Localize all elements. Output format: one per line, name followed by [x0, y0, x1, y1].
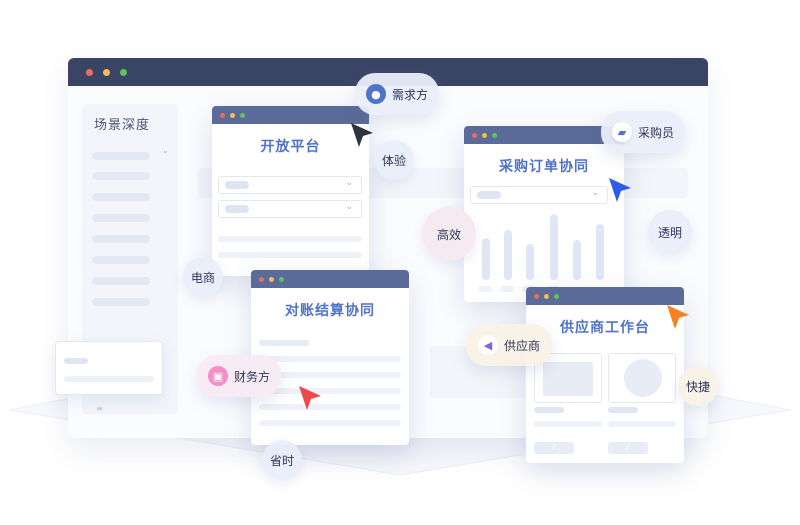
chevron-down-icon: ⌄ — [162, 146, 169, 155]
chevron-down-icon: ⌄ — [345, 202, 353, 212]
open-platform-window: 开放平台 ⌄ ⌄ — [212, 106, 369, 276]
window-titlebar — [212, 106, 369, 124]
chart-bar — [526, 244, 534, 280]
sidebar-item — [92, 193, 150, 201]
image-placeholder — [624, 359, 662, 397]
cursor-arrow-icon — [299, 386, 321, 410]
keyword-transparent: 透明 — [648, 210, 692, 254]
sidebar-item — [92, 152, 150, 160]
sidebar-item — [92, 277, 150, 285]
image-placeholder — [543, 362, 593, 396]
chart-bar — [550, 214, 558, 280]
chart-bar — [573, 240, 581, 280]
purchase-order-window: 采购订单协同 ⌄ — [464, 126, 624, 302]
sidebar-item — [92, 214, 150, 222]
sidebar-title: 场景深度 — [94, 118, 151, 133]
keyword-efficient: 高效 — [422, 207, 476, 261]
role-tag-supplier: ◀ 供应商 — [466, 324, 552, 366]
sidebar-item — [92, 256, 150, 264]
role-label: 需求方 — [391, 87, 428, 102]
window-title: 采购订单协同 — [499, 159, 589, 175]
maximize-dot — [120, 68, 127, 76]
minimize-dot — [103, 68, 110, 76]
check-icon[interactable]: ✓ — [608, 442, 648, 454]
window-titlebar — [251, 270, 409, 288]
role-label: 采购员 — [637, 125, 674, 140]
role-tag-buyer: ▰ 采购员 — [601, 111, 685, 153]
close-dot — [86, 68, 93, 76]
menu-icon: ≡ — [96, 404, 103, 413]
chart-bar — [482, 238, 490, 280]
sidebar-item — [92, 298, 150, 306]
keyword-fast: 快捷 — [678, 366, 718, 406]
role-label: 供应商 — [503, 338, 540, 353]
window-title: 开放平台 — [260, 139, 321, 155]
role-tag-finance: ▣ 财务方 — [197, 355, 281, 397]
keyword-time-saving: 省时 — [262, 440, 302, 480]
cursor-arrow-icon — [609, 178, 631, 202]
keyword-ecommerce: 电商 — [183, 257, 223, 297]
sidebar-item — [92, 172, 150, 180]
sidebar-item — [92, 235, 150, 243]
window-titlebar — [464, 126, 624, 144]
window-titlebar — [526, 287, 684, 305]
buyer-icon: ▰ — [611, 122, 632, 142]
chart-bar — [596, 224, 604, 280]
chevron-down-icon: ⌄ — [345, 178, 353, 188]
supplier-icon: ◀ — [477, 335, 498, 355]
supplier-workbench-window: 供应商工作台 ✓ ✓ — [526, 287, 684, 463]
window-title: 供应商工作台 — [560, 320, 650, 336]
role-label: 财务方 — [233, 369, 270, 384]
keyword-experience: 体验 — [374, 140, 414, 180]
role-tag-demand: ● 需求方 — [355, 73, 439, 115]
dropdown-select[interactable]: ⌄ — [218, 200, 362, 218]
window-title: 对账结算协同 — [285, 303, 375, 319]
reconciliation-window: 对账结算协同 — [251, 270, 409, 445]
chevron-down-icon: ⌄ — [591, 188, 599, 198]
wallet-icon: ▣ — [207, 366, 228, 386]
chart-bar — [504, 230, 512, 280]
image-card — [608, 353, 676, 403]
dropdown-select[interactable]: ⌄ — [218, 176, 362, 194]
cursor-arrow-icon — [351, 123, 373, 147]
image-card — [534, 353, 602, 403]
dropdown-select[interactable]: ⌄ — [470, 186, 608, 204]
check-icon[interactable]: ✓ — [534, 442, 574, 454]
user-icon: ● — [365, 84, 386, 104]
floating-card — [55, 341, 163, 395]
cursor-arrow-icon — [667, 305, 689, 329]
